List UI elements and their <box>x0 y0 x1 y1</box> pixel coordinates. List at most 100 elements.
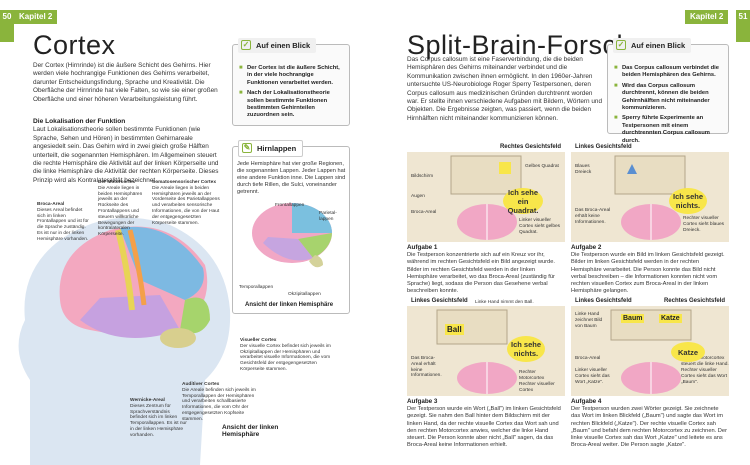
task-3-text: Der Testperson wurde ein Wort („Ball") i… <box>407 406 561 449</box>
lobes-diagram <box>252 203 332 268</box>
word-katze: Katze <box>659 314 682 323</box>
panel-2-illustration <box>614 155 686 240</box>
glance-item: Der Cortex ist die äußere Schicht, in de… <box>239 65 344 87</box>
task-2-text: Die Testperson wurde ein Bild im linken … <box>571 252 725 295</box>
label-broca: Broca-Areal <box>411 210 437 215</box>
panel-4-header-left: Linkes Gesichtsfeld <box>575 298 632 304</box>
task-3-title: Aufgabe 3 <box>407 398 438 405</box>
parietal-lobe <box>292 203 332 233</box>
section-text: Laut Lokalisationstheorie sollen bestimm… <box>33 126 219 184</box>
localization-section: Die Lokalisation der Funktion Laut Lokal… <box>33 118 223 185</box>
label-occipital: Okzipitallappen <box>288 292 321 297</box>
label-draw-tree: Linke Hand zeichnet Bild von Baum <box>575 312 603 329</box>
label-visual: Rechter visueller Cortex <box>519 382 555 393</box>
section-heading: Die Lokalisation der Funktion <box>33 118 126 125</box>
experiment-panel-4: Linkes Gesichtsfeld Rechtes Gesichtsfeld… <box>571 298 729 396</box>
view-caption: Ansicht der linken Hemisphäre <box>222 424 279 438</box>
task-2-title: Aufgabe 2 <box>571 244 602 251</box>
temporal-lobe <box>263 237 313 261</box>
speech-bubble: Ich sehe nichts. <box>669 188 707 214</box>
label-temporal: Temporallappen <box>239 285 274 290</box>
label-broca: Broca-Areal <box>575 356 601 361</box>
checkmark-icon: ✓ <box>241 40 251 50</box>
brain-icon: ✎ <box>242 143 252 153</box>
chapter-tab-right: Kapitel 2 <box>685 10 729 24</box>
at-a-glance-box-right: Das Corpus callosum verbindet die beiden… <box>607 44 729 144</box>
brain-occipital <box>180 297 210 334</box>
experiment-panel-1: Rechtes Gesichtsfeld Bildschirm Gelbes Q… <box>407 144 565 242</box>
blue-triangle <box>627 164 637 174</box>
page-title-left: Cortex <box>33 30 116 60</box>
cerebellum <box>309 255 323 268</box>
label-triangle: Blaues Dreieck <box>575 164 592 175</box>
right-page: Kapitel 2 51 Split-Brain-Forschung Das C… <box>375 0 750 465</box>
panel-2-header: Linkes Gesichtsfeld <box>575 144 632 150</box>
task-4-text: Der Testperson wurden zwei Wörter gezeig… <box>571 406 727 449</box>
intro-text-left: Der Cortex (Hirnrinde) ist die äußere Sc… <box>33 62 218 103</box>
head-illustration <box>18 217 231 465</box>
task-4-title: Aufgabe 4 <box>571 398 602 405</box>
label-broca: Das Broca-Areal erhält keine Information… <box>575 208 611 225</box>
panel-1-header: Rechtes Gesichtsfeld <box>499 144 561 150</box>
lobes-title: ✎ Hirnlappen <box>238 140 304 157</box>
label-right-motor: Rechter Motorcortex steuert die linke Ha… <box>681 356 729 367</box>
word-baum: Baum <box>621 314 645 323</box>
page-number-right: 51 <box>736 10 750 24</box>
label-eyes: Augen <box>411 194 425 199</box>
cerebellum-head <box>160 328 196 348</box>
occipital-lobe <box>298 233 332 258</box>
label-frontal: Frontallappen <box>275 203 305 208</box>
speech-bubble: Ich sehe ein Quadrat. <box>503 188 543 215</box>
intro-text-right: Das Corpus callosum ist eine Faserverbin… <box>407 56 603 122</box>
label-screen: Bildschirm <box>411 174 434 179</box>
panel-3-header: Linkes Gesichtsfeld <box>411 298 468 304</box>
label-visual: Linker visueller Cortex sieht gelbes Qua… <box>519 218 561 235</box>
label-left-hand: Linke Hand nimmt den Ball. <box>475 300 534 305</box>
brain-temporal <box>80 295 180 338</box>
lobes-caption: Ansicht der linken Hemisphäre <box>245 302 334 308</box>
glance-item: Sperry führte Experimente an Testpersone… <box>614 115 723 145</box>
panel-3-illustration <box>436 309 517 394</box>
page-number-left: 50 <box>0 10 14 24</box>
panel-1-illustration <box>450 155 522 240</box>
at-a-glance-box-left: Der Cortex ist die äußere Schicht, in de… <box>232 44 350 126</box>
label-square: Gelbes Quadrat <box>525 164 559 169</box>
task-1-title: Aufgabe 1 <box>407 244 438 251</box>
left-page: 50 Kapitel 2 Cortex Der Cortex (Hirnrind… <box>0 0 375 465</box>
label-motor: Rechter Motorcortex <box>519 370 545 381</box>
at-a-glance-title-left: ✓ Auf einen Blick <box>238 38 317 53</box>
brain-parietal <box>120 226 204 300</box>
experiment-panel-2: Linkes Gesichtsfeld Blaues Dreieck Das B… <box>571 144 729 242</box>
glance-item: Wird das Corpus callosum durchtrennt, kö… <box>614 83 723 113</box>
yellow-square <box>499 162 511 174</box>
head-icon <box>736 24 750 42</box>
label-right-visual: Rechter visueller Cortex sieht das Wort … <box>681 368 728 385</box>
motor-strip <box>115 229 135 311</box>
glance-item: Nach der Lokalisationstheorie sollen bes… <box>239 90 344 120</box>
word-ball: Ball <box>445 324 464 335</box>
speech-bubble: Ich sehe nichts. <box>507 336 545 362</box>
glance-item: Das Corpus callosum verbindet die beiden… <box>614 65 723 80</box>
screen <box>614 155 686 195</box>
lobes-box: Jede Hemisphäre hat vier große Regionen,… <box>232 146 350 314</box>
label-left-visual: Linker visueller Cortex sieht das Wort „… <box>575 368 610 385</box>
label-parietal: Parietal-lappen <box>319 211 337 222</box>
lobes-text: Jede Hemisphäre hat vier große Regionen,… <box>237 161 346 195</box>
checkmark-icon: ✓ <box>616 40 626 50</box>
experiment-panel-3: Linkes Gesichtsfeld Linke Hand nimmt den… <box>407 298 565 396</box>
at-a-glance-title-right: ✓ Auf einen Blick <box>613 38 692 53</box>
chapter-tab-left: Kapitel 2 <box>14 10 58 24</box>
panel-4-header-right: Rechtes Gesichtsfeld <box>663 298 725 304</box>
label-visual: Rechter visueller Cortex sieht blaues Dr… <box>683 216 725 233</box>
task-1-text: Die Testperson konzentrierte sich auf ei… <box>407 252 555 295</box>
somato-strip <box>127 229 147 306</box>
speech-bubble: Katze <box>671 342 705 362</box>
label-broca: Das Broca-Areal erhält keine Information… <box>411 356 442 379</box>
head-icon <box>0 24 14 42</box>
